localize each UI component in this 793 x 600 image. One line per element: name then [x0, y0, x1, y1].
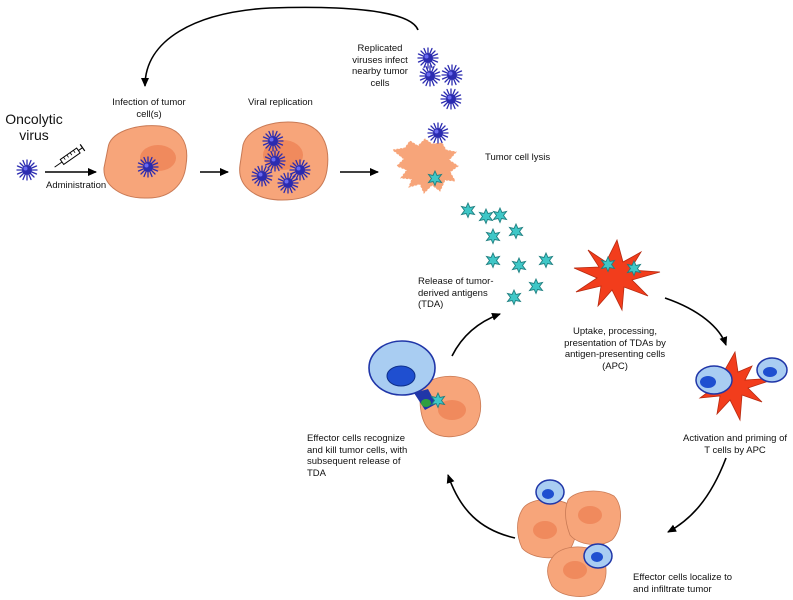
- label-administration: Administration: [46, 180, 107, 191]
- effector-t-cell-killing: [368, 340, 482, 438]
- arrow-uptake-to-activation: [664, 297, 728, 346]
- syringe-icon: [54, 144, 86, 168]
- tumor-cluster-infiltrated: [517, 479, 621, 597]
- label-replicated-viruses: Replicated viruses infect nearby tumor c…: [352, 43, 408, 89]
- label-effector-kill: Effector cells recognize and kill tumor …: [307, 433, 408, 479]
- released-virus-icon: [440, 88, 462, 110]
- label-release-tda: Release of tumor-derived antigens (TDA): [418, 276, 494, 310]
- reinfection-arrow: [141, 6, 419, 87]
- t-cell: [695, 365, 733, 395]
- antigen-presenting-cell: [573, 238, 661, 312]
- label-effector-localize: Effector cells localize to and infiltrat…: [633, 572, 733, 595]
- infected-tumor-cell: [103, 125, 188, 199]
- released-virus-icon: [441, 64, 463, 86]
- t-cell: [756, 357, 788, 383]
- apc-activating-t-cells: [695, 350, 788, 422]
- t-cell: [535, 479, 565, 505]
- arrow-activation-to-localize: [667, 457, 727, 533]
- label-tumor-cell-lysis: Tumor cell lysis: [485, 152, 551, 163]
- lysed-tumor-cell: [391, 122, 459, 194]
- t-cell: [583, 543, 613, 569]
- label-uptake-processing: Uptake, processing, presentation of TDAs…: [564, 326, 666, 372]
- arrow-kill-to-release: [451, 312, 501, 357]
- released-virus-icon: [417, 47, 439, 69]
- arrow-localize-to-kill: [446, 474, 516, 539]
- label-viral-replication: Viral replication: [248, 97, 313, 108]
- label-activation-priming: Activation and priming of T cells by APC: [682, 433, 788, 456]
- replicating-tumor-cell: [239, 121, 329, 201]
- label-oncolytic-virus: Oncolytic virus: [5, 111, 63, 143]
- oncolytic-virus-icon: [16, 159, 38, 181]
- released-virus-icon: [419, 65, 441, 87]
- label-infection: Infection of tumor cell(s): [112, 97, 186, 120]
